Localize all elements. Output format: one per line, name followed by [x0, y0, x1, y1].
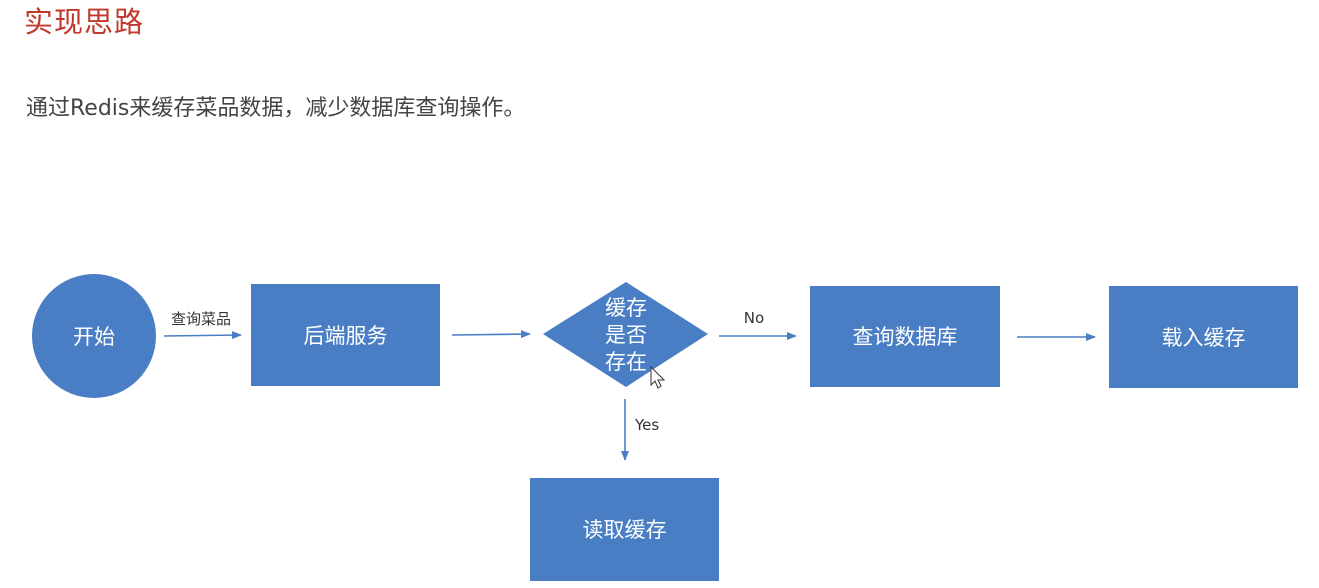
page-subtitle: 通过Redis来缓存菜品数据，减少数据库查询操作。: [26, 96, 526, 121]
decision-label-line-1: 缓存: [605, 296, 647, 320]
start-node: 开始: [32, 274, 156, 398]
decision-label-line-3: 存在: [605, 350, 647, 374]
edge-decision-no: No: [719, 309, 797, 340]
read-cache-node: 读取缓存: [530, 478, 719, 581]
query-database-node: 查询数据库: [810, 286, 1000, 387]
edge-label-no: No: [744, 309, 764, 327]
query-database-label: 查询数据库: [853, 325, 958, 349]
edge-start-to-backend: 查询菜品: [163, 310, 242, 340]
cache-exists-decision: 缓存 是否 存在: [543, 282, 708, 387]
backend-service-node: 后端服务: [251, 284, 440, 386]
edge-decision-yes: Yes: [621, 399, 659, 461]
edge-backend-to-decision: [451, 330, 531, 339]
backend-service-label: 后端服务: [304, 324, 388, 348]
edge-label-yes: Yes: [634, 416, 659, 434]
mouse-cursor-icon: [650, 365, 666, 389]
edge-label-query-dishes: 查询菜品: [171, 310, 231, 328]
page-title: 实现思路: [24, 5, 145, 39]
load-cache-node: 载入缓存: [1109, 286, 1298, 388]
decision-label-line-2: 是否: [605, 323, 647, 347]
load-cache-label: 载入缓存: [1162, 326, 1246, 350]
read-cache-label: 读取缓存: [583, 518, 667, 542]
start-node-label: 开始: [73, 325, 115, 349]
